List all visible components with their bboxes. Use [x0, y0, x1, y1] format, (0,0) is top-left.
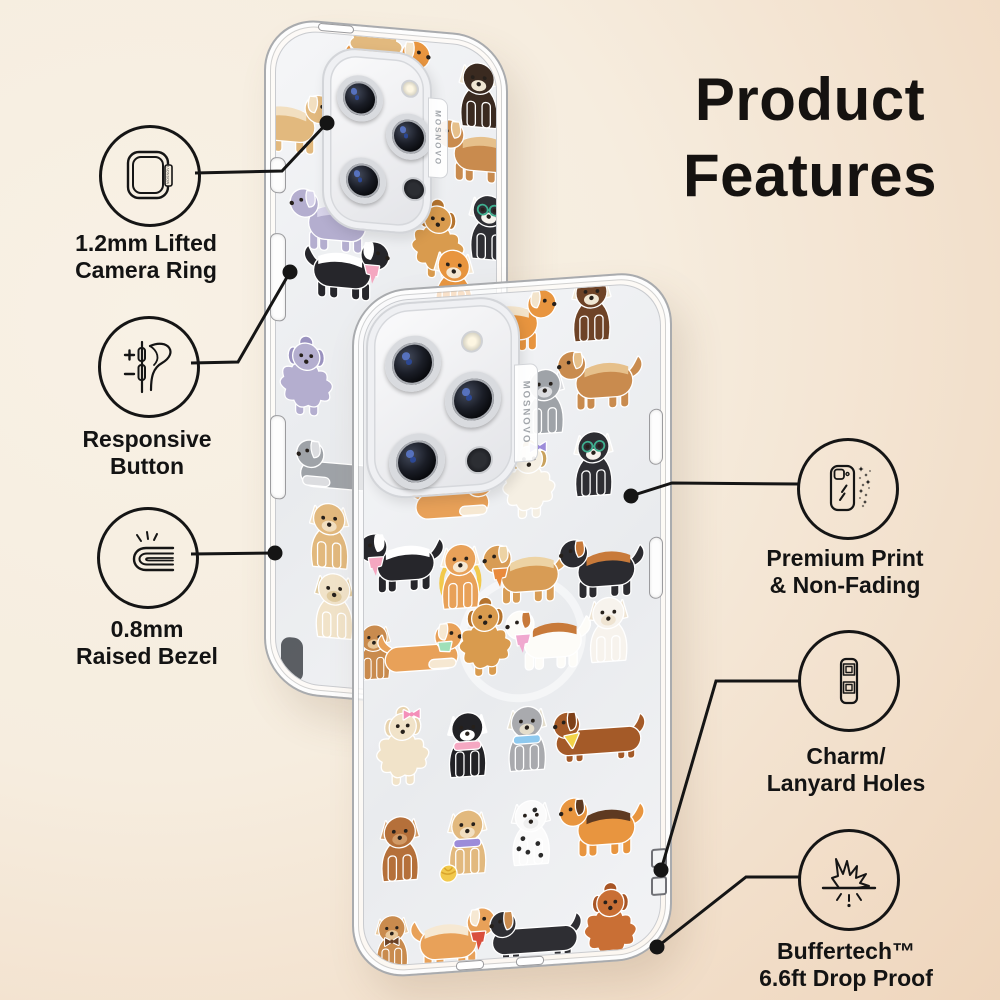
dog-pug-scarf	[482, 544, 569, 605]
camera-flash-icon	[461, 329, 483, 354]
dog-bernese	[558, 539, 645, 600]
camera-lens-icon	[445, 369, 501, 430]
lidar-sensor-icon	[402, 176, 426, 203]
dog-chihuahua-bow	[374, 915, 409, 968]
lidar-sensor-icon	[465, 445, 493, 476]
svg-text:MOSNOVO: MOSNOVO	[166, 164, 170, 184]
dog-border-collie	[364, 533, 445, 594]
lanyard-hole	[651, 875, 667, 897]
dog-boston-terrier	[468, 194, 496, 262]
dog-spaniel	[458, 62, 496, 130]
dog-sheepdog	[506, 705, 548, 773]
raised-bezel-icon	[132, 531, 175, 572]
phone-body-front: MOSNOVO	[363, 281, 661, 969]
raised-bezel-callout	[97, 507, 199, 609]
title-line-1: Product	[694, 66, 926, 133]
dog-corgi-red-scarf	[410, 907, 496, 968]
dog-corgi-hoop	[439, 543, 482, 610]
dog-shih-tzu	[571, 282, 612, 343]
premium-print-callout	[797, 438, 899, 540]
brand-tab: MOSNOVO	[514, 362, 538, 463]
side-button-imprint	[649, 408, 663, 466]
drop-proof-icon	[821, 858, 877, 908]
dog-yorkie	[458, 596, 512, 678]
dog-cavalier	[505, 610, 592, 671]
premium-print-icon	[829, 464, 872, 512]
dog-pug	[556, 350, 643, 411]
case-port-cutout	[281, 636, 303, 683]
dog-dachshund-black	[489, 910, 582, 963]
brand-tab: MOSNOVO	[428, 97, 448, 180]
dog-border-collie	[303, 241, 390, 302]
charm-holes-callout	[798, 630, 900, 732]
camera-lens-icon	[340, 155, 386, 206]
dog-labrador-pup	[439, 809, 488, 883]
camera-lens-icon	[389, 431, 445, 492]
responsive-button-icon	[123, 340, 172, 394]
dog-husky	[447, 712, 488, 779]
dog-goldendoodle	[379, 816, 420, 883]
lanyard-hole	[651, 847, 667, 869]
dog-poodle	[376, 705, 430, 787]
dog-purple-fluff	[279, 335, 333, 417]
phone-case-front-view: MOSNOVO	[352, 269, 672, 980]
camera-module-front	[366, 294, 520, 502]
camera-lens-icon	[386, 111, 432, 162]
charm-holes-label: Charm/ Lanyard Holes	[766, 743, 926, 796]
volume-button	[270, 232, 286, 322]
dog-cream-dog	[313, 573, 355, 641]
drop-proof-label: Buffertech™ 6.6ft Drop Proof	[759, 938, 933, 991]
raised-bezel-label: 0.8mm Raised Bezel	[76, 616, 218, 669]
drop-proof-callout	[798, 829, 900, 931]
dog-dachshund	[552, 711, 646, 764]
camera-module-back	[322, 45, 432, 237]
camera-lens-icon	[385, 333, 441, 394]
camera-lens-icon	[337, 73, 383, 124]
premium-print-label: Premium Print & Non-Fading	[766, 545, 924, 598]
side-button	[270, 414, 286, 500]
camera-ring-label: 1.2mm Lifted Camera Ring	[75, 230, 217, 283]
page-title: Product Features	[640, 62, 980, 214]
dog-corgi-scarf	[377, 621, 463, 673]
responsive-button-callout	[98, 316, 200, 418]
side-button-imprint	[649, 536, 663, 600]
dog-bichon	[588, 596, 629, 664]
camera-ring-callout: MOSNOVO	[99, 125, 201, 227]
lanyard-holes-icon	[839, 657, 859, 705]
action-button	[270, 156, 286, 194]
dog-dalmatian	[510, 799, 552, 867]
camera-flash-icon	[401, 78, 419, 99]
dog-tan-sitting	[308, 502, 350, 570]
camera-ring-icon: MOSNOVO	[126, 150, 173, 200]
dog-beagle	[558, 797, 645, 858]
dog-boston-terrier	[573, 431, 614, 498]
responsive-button-label: Responsive Button	[82, 426, 212, 479]
title-line-2: Features	[682, 142, 938, 209]
